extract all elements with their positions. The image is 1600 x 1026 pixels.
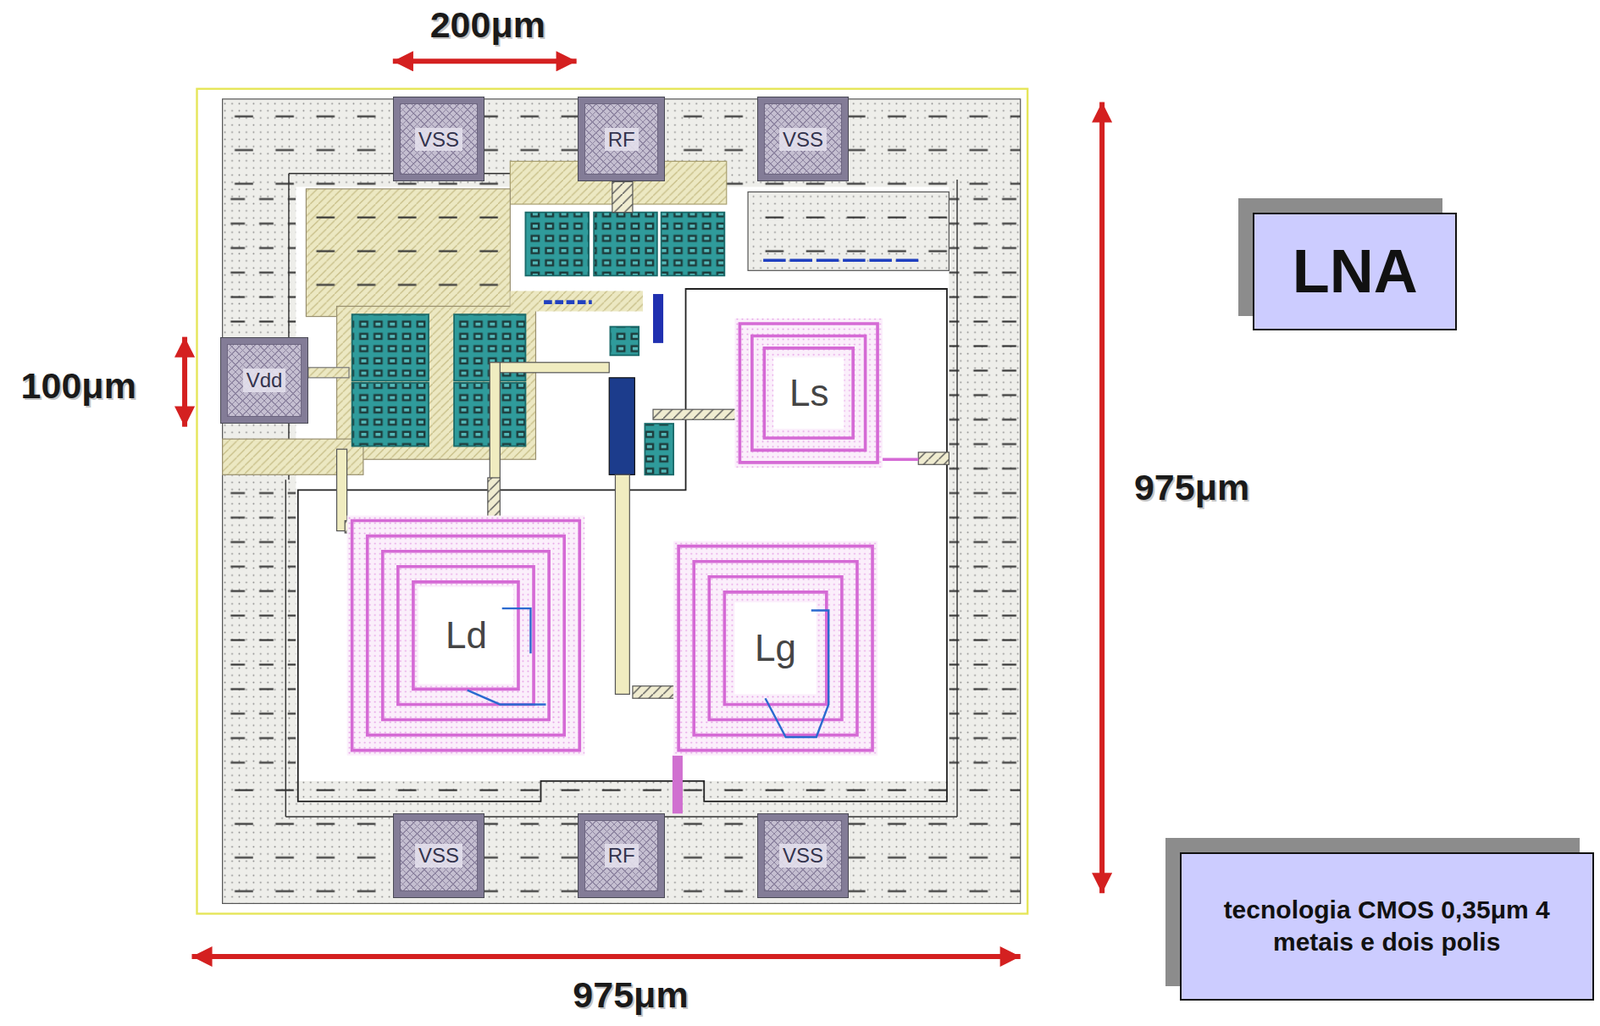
- inductor-turns: [678, 546, 873, 751]
- lg-wire: [614, 474, 630, 694]
- bond-pad: Vdd: [220, 337, 309, 424]
- transistor-array: [525, 212, 589, 277]
- dimension-label: 200μm: [430, 4, 546, 46]
- metal-strip: [653, 293, 664, 344]
- bond-pad: RF: [577, 813, 666, 898]
- note-box: tecnologia CMOS 0,35μm 4 metais e dois p…: [1179, 852, 1595, 1001]
- transistor-array: [609, 326, 639, 356]
- vdd-wire: [308, 367, 349, 378]
- inductor-core: [773, 357, 844, 429]
- resistor-dashes: [305, 188, 510, 317]
- beige-region: [337, 305, 537, 460]
- decap-dashes: [747, 192, 949, 254]
- metal-strip: [763, 258, 919, 262]
- wire: [489, 362, 609, 373]
- resistor-block: [305, 188, 510, 317]
- bond-pad: VSS: [393, 96, 485, 182]
- title-box: LNA: [1252, 212, 1457, 332]
- dimension-label: 975μm: [572, 974, 688, 1016]
- guard-line: [285, 173, 958, 817]
- wire: [337, 448, 348, 531]
- ring-dashes: [948, 187, 1020, 781]
- decap-block: [747, 192, 949, 272]
- via: [918, 452, 949, 465]
- block-title: LNA: [1292, 238, 1418, 305]
- inductor-turns: [352, 520, 581, 751]
- dimension-label: 100μm: [21, 365, 137, 407]
- pad-name: VSS: [415, 127, 463, 152]
- dimension-arrow: [393, 58, 577, 64]
- transistor-array: [593, 212, 658, 277]
- inductor-name: Ld: [445, 614, 488, 658]
- pad-name: Vdd: [243, 368, 287, 393]
- inductor-core: [734, 602, 816, 694]
- bond-pad: VSS: [393, 813, 485, 898]
- chip-boundary: [197, 88, 1029, 914]
- pad-name: RF: [604, 127, 639, 152]
- transistor-array: [661, 212, 726, 277]
- beige-region: [509, 290, 643, 311]
- bond-pad: VSS: [757, 813, 849, 898]
- dimension-arrow: [182, 337, 188, 427]
- transistor-array: [352, 314, 429, 381]
- spiral-inductor: [734, 318, 883, 468]
- inductor-lead: [882, 457, 919, 461]
- core-area: [295, 187, 949, 781]
- metal-strip: [543, 299, 593, 305]
- dimension-label: 975μm: [1134, 466, 1250, 509]
- inductor-name: Lg: [754, 626, 797, 670]
- wire: [489, 362, 500, 481]
- inductor-turns: [739, 323, 878, 463]
- rf-in-wire: [672, 755, 683, 814]
- ring-dashes: [222, 780, 1021, 904]
- inductor-name: Ls: [789, 371, 829, 416]
- dimension-arrow: [191, 953, 1020, 959]
- mos-transistor: [608, 377, 635, 475]
- pad-ring: [222, 99, 1021, 904]
- pad-name: VSS: [415, 843, 463, 868]
- pad-name: RF: [604, 843, 639, 868]
- rf-wire: [612, 181, 633, 212]
- pad-name: VSS: [779, 127, 827, 152]
- dimension-arrow: [1099, 101, 1105, 893]
- bond-pad: RF: [577, 96, 666, 182]
- transistor-array: [644, 423, 674, 475]
- transistor-array: [352, 382, 429, 447]
- spiral-inductor: [347, 515, 586, 756]
- core-outline: [298, 288, 947, 802]
- bond-pad: VSS: [757, 96, 849, 182]
- inductor-core: [418, 586, 514, 684]
- pad-name: VSS: [779, 843, 827, 868]
- spiral-inductor: [673, 541, 878, 756]
- ring-dashes: [222, 187, 297, 781]
- technology-note: tecnologia CMOS 0,35μm 4 metais e dois p…: [1195, 893, 1578, 959]
